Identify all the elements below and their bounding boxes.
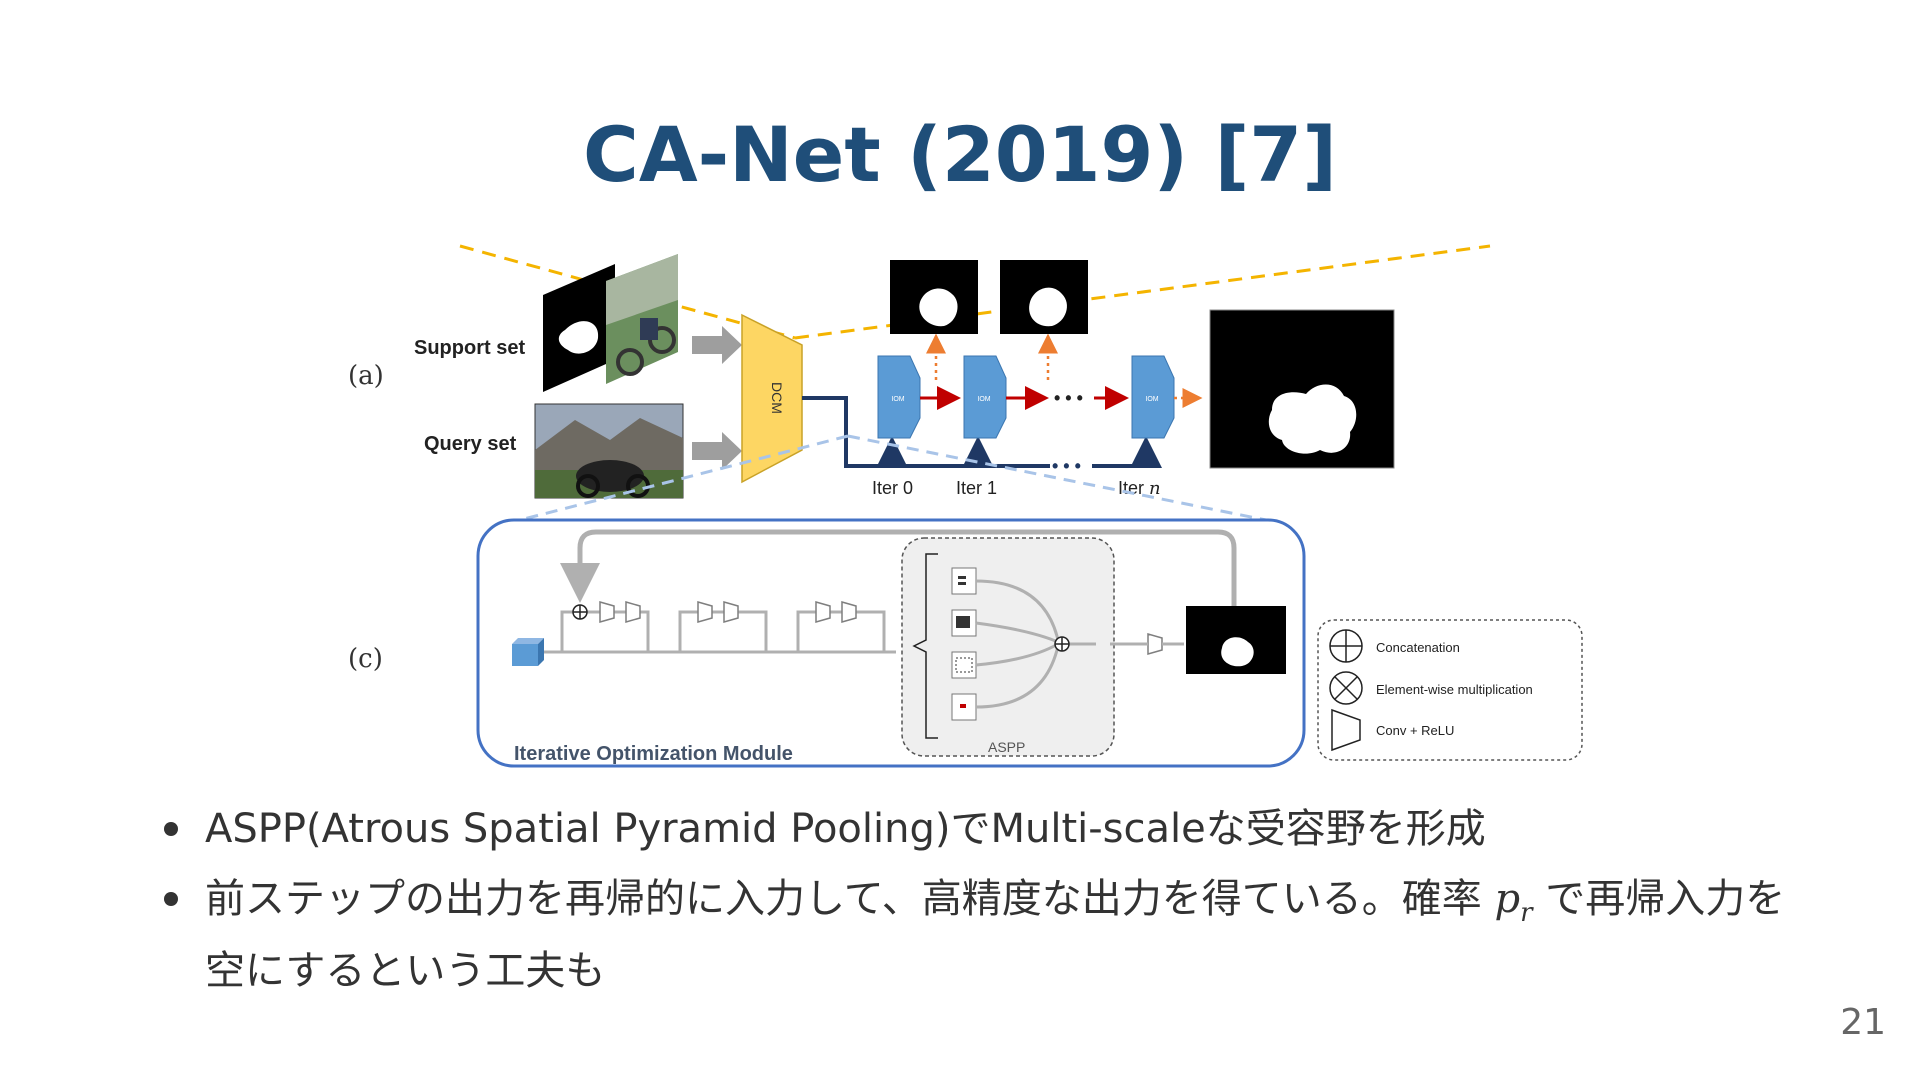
legend-conv-relu: Conv + ReLU xyxy=(1376,723,1454,738)
support-set-label: Support set xyxy=(414,337,525,359)
panel-c-label: (c) xyxy=(348,644,383,674)
iter-n-label: Iter n xyxy=(1118,478,1161,499)
module-output-mask xyxy=(1186,606,1286,674)
query-set-label: Query set xyxy=(424,433,517,455)
probability-symbol: pr xyxy=(1494,876,1533,928)
input-arrows xyxy=(692,326,742,470)
bullet-text-before: 前ステップの出力を再帰的に入力して、高精度な出力を得ている。確率 xyxy=(205,876,1495,922)
aspp-merge-lines xyxy=(975,579,1184,709)
panel-a-label: (a) xyxy=(348,361,384,391)
page-number: 21 xyxy=(1840,1002,1886,1043)
iom-label-0: IOM xyxy=(891,396,904,403)
aspp-branches xyxy=(951,567,977,721)
support-set-images xyxy=(543,254,678,392)
dcm-feed-lines xyxy=(802,396,1162,468)
residual-blocks xyxy=(544,610,896,654)
iter-dots-bottom: • • • xyxy=(1052,456,1081,476)
slide-title: CA-Net (2019) [7] xyxy=(583,110,1337,199)
legend-multiplication: Element-wise multiplication xyxy=(1376,682,1533,697)
module-label: Iterative Optimization Module xyxy=(514,743,793,765)
aspp-box xyxy=(901,537,1115,757)
feedback-loop xyxy=(560,529,1237,606)
aspp-concat-symbol xyxy=(1054,636,1070,652)
iom-blocks xyxy=(877,355,1175,439)
legend-box xyxy=(1317,619,1583,761)
aspp-label: ASPP xyxy=(988,739,1025,755)
iom-label-1: IOM xyxy=(977,396,990,403)
iter-dots-top: • • • xyxy=(1054,388,1083,408)
query-set-image xyxy=(534,403,684,499)
bullet-dot xyxy=(164,892,178,906)
iter-1-label: Iter 1 xyxy=(956,478,997,498)
conv-relu-icon xyxy=(1331,708,1361,752)
dcm-module xyxy=(741,313,803,484)
iter-0-label: Iter 0 xyxy=(872,478,913,498)
multiplication-icon xyxy=(1329,671,1363,705)
concat-symbol xyxy=(572,604,588,620)
bullet-item-recursion: 前ステップの出力を再帰的に入力して、高精度な出力を得ている。確率 pr で再帰入… xyxy=(160,870,1820,1000)
legend-concatenation: Concatenation xyxy=(1376,640,1460,655)
bullet-dot xyxy=(164,822,178,836)
final-mask xyxy=(1209,309,1395,469)
iom-label-n: IOM xyxy=(1145,396,1158,403)
dcm-label: DCM xyxy=(769,382,785,414)
bullet-list: ASPP(Atrous Spatial Pyramid Pooling)でMul… xyxy=(160,800,1820,1012)
aspp-brace xyxy=(912,553,938,739)
bullet-item-aspp: ASPP(Atrous Spatial Pyramid Pooling)でMul… xyxy=(160,800,1820,858)
bullet-text: ASPP(Atrous Spatial Pyramid Pooling)でMul… xyxy=(205,806,1486,852)
output-arrows xyxy=(926,333,1203,408)
intermediate-masks xyxy=(890,260,1088,334)
concatenation-icon xyxy=(1329,629,1363,663)
bullet-text-after: で再帰入力を空にするという工夫も xyxy=(205,876,1786,994)
input-feature-cube xyxy=(512,638,544,666)
zoom-guide-lines-blue xyxy=(519,434,1267,522)
ca-net-architecture-figure: Support set Query set (a) DCM • • • Iter… xyxy=(348,244,1583,768)
